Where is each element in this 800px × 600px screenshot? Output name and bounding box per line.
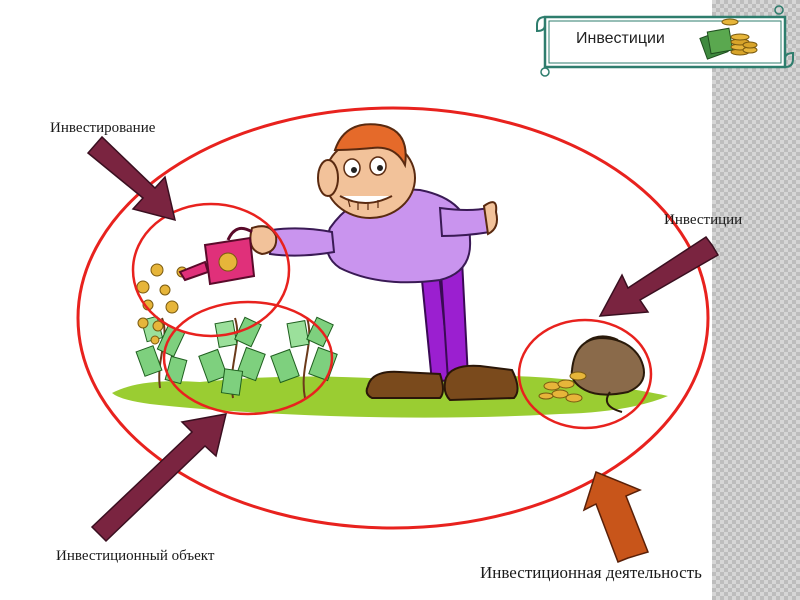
arrow-object xyxy=(90,413,227,543)
label-investing: Инвестирование xyxy=(50,120,156,136)
arrow-investments xyxy=(598,235,720,317)
ellipse-object xyxy=(162,300,334,416)
falling-coins xyxy=(136,263,188,345)
ellipse-investing xyxy=(131,202,291,338)
money-stack-icon xyxy=(699,18,758,60)
label-investments: Инвестиции xyxy=(664,212,743,228)
side-pattern xyxy=(712,0,800,600)
coin-bag-icon xyxy=(538,335,645,413)
money-plants xyxy=(135,315,338,399)
outer-ellipse xyxy=(76,106,710,530)
ellipse-investments xyxy=(517,318,653,430)
arrow-activity xyxy=(582,470,649,563)
label-investment-object: Инвестиционный объект xyxy=(56,548,215,564)
banner-title: Инвестиции xyxy=(576,30,665,47)
watering-can-icon xyxy=(178,226,256,286)
banner-scroll xyxy=(536,5,794,77)
character xyxy=(178,123,519,402)
arrow-investing xyxy=(86,135,177,222)
label-investment-activity: Инвестиционная деятельность xyxy=(480,563,702,582)
